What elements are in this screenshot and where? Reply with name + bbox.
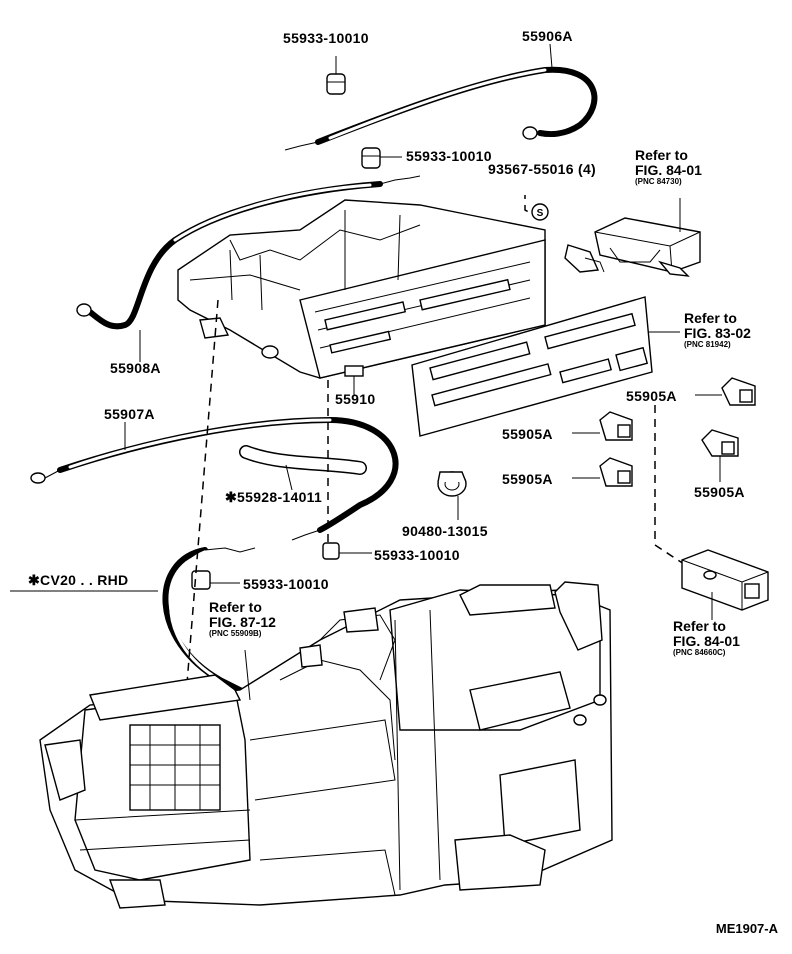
s-mark-letter: S <box>537 208 544 219</box>
blower-grille <box>129 724 221 811</box>
ref-line2: FIG. 84-01 <box>635 161 702 178</box>
label-55933-10010-top: 55933-10010 <box>283 30 369 46</box>
label-55933-10010-low: 55933-10010 <box>374 547 460 563</box>
leader-55906A <box>549 43 553 69</box>
cable-55908A <box>76 175 421 330</box>
label-55908A: 55908A <box>110 360 161 376</box>
clip-55933-low2 <box>191 570 240 590</box>
ref-line2: FIG. 83-02 <box>684 324 751 341</box>
ref-line1: Refer to <box>209 599 262 615</box>
label-55905A-3: 55905A <box>502 471 553 487</box>
dashed-leader-switch <box>654 405 691 569</box>
label-cv20-rhd: ✱CV20 . . RHD <box>28 572 129 588</box>
label-90480-13015: 90480-13015 <box>402 523 488 539</box>
cable-55907A <box>30 416 399 541</box>
clip-55933-top <box>326 56 346 95</box>
ref-fig-84-01-top: Refer to FIG. 84-01 (PNC 84730) <box>635 148 702 187</box>
ref-line1: Refer to <box>635 147 688 163</box>
s-mark-icon <box>531 203 549 221</box>
knob-55905A-mid-left <box>572 411 633 441</box>
label-55907A: 55907A <box>104 406 155 422</box>
clip-55933-low <box>322 542 372 560</box>
rear-switch <box>681 549 769 620</box>
label-55933-10010-mid: 55933-10010 <box>406 148 492 164</box>
ref-line1: Refer to <box>684 310 737 326</box>
leader-fig87 <box>244 649 251 701</box>
label-55933-10010-low2: 55933-10010 <box>243 576 329 592</box>
ref-line3: (PNC 84730) <box>635 177 682 187</box>
ref-line2: FIG. 87-12 <box>209 613 276 630</box>
label-55910: 55910 <box>335 391 376 407</box>
label-93567-55016: 93567-55016 (4) <box>488 161 597 177</box>
ref-fig-83-02: Refer to FIG. 83-02 (PNC 81942) <box>684 311 751 350</box>
ref-line3: (PNC 55909B) <box>209 629 262 639</box>
ref-fig-84-01-bottom: Refer to FIG. 84-01 (PNC 84660C) <box>673 619 740 658</box>
ref-fig-87-12: Refer to FIG. 87-12 (PNC 55909B) <box>209 600 276 639</box>
label-55905A-1: 55905A <box>626 388 677 404</box>
bulb-socket <box>437 471 467 520</box>
label-55905A-2: 55905A <box>502 426 553 442</box>
label-55906A: 55906A <box>522 28 573 44</box>
hose <box>239 445 367 491</box>
label-55928-14011: ✱55928-14011 <box>225 489 323 505</box>
knob-55905A-right <box>701 429 739 482</box>
heater-unit <box>39 581 613 909</box>
label-55905A-4: 55905A <box>694 484 745 500</box>
ref-line3: (PNC 84660C) <box>673 648 726 658</box>
control-head-55910 <box>177 199 546 395</box>
ref-line2: FIG. 84-01 <box>673 632 740 649</box>
ref-line1: Refer to <box>673 618 726 634</box>
cable-55906A <box>284 66 598 151</box>
blower-switch <box>564 198 701 277</box>
knob-55905A-upper-right <box>695 377 756 406</box>
clip-55933-mid <box>361 147 402 169</box>
ref-line3: (PNC 81942) <box>684 340 731 350</box>
knob-55905A-lower-left <box>572 457 633 487</box>
diagram-code: ME1907-A <box>715 921 778 936</box>
face-plate <box>411 296 680 437</box>
